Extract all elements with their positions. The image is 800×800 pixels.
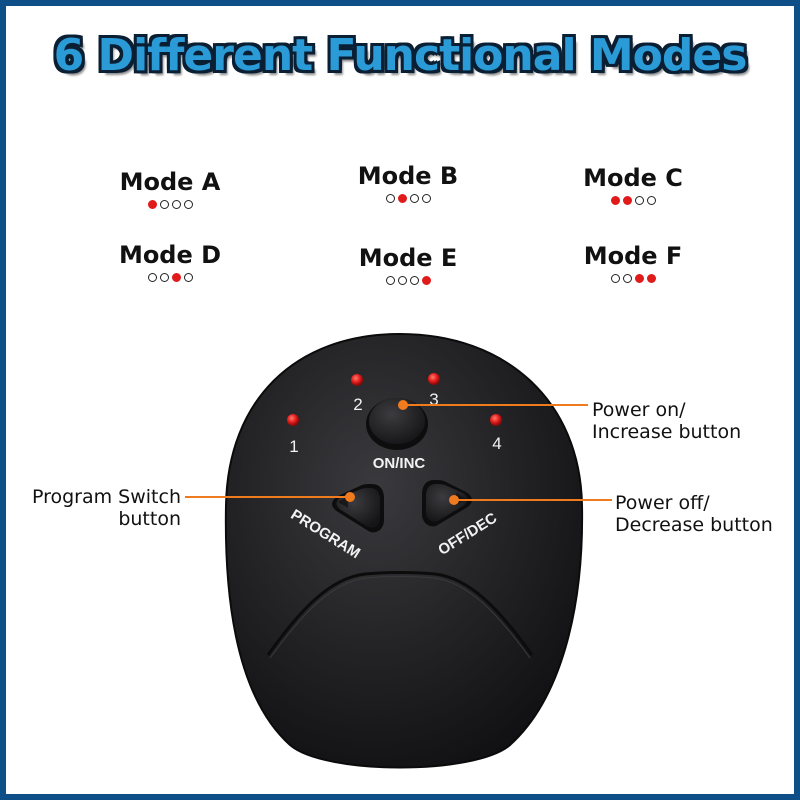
indicator-dot-1-off <box>610 274 620 283</box>
indicator-dot-3-lit <box>634 274 644 283</box>
leader-power-off <box>449 495 612 505</box>
indicator-dot-1-lit <box>610 196 620 205</box>
page-title: 6 Different Functional Modes <box>53 30 748 81</box>
mode-f-label: Mode F <box>583 242 683 270</box>
mode-f-indicator-dots <box>543 274 723 283</box>
indicator-dot-4-lit <box>646 274 656 283</box>
mode-d-label: Mode D <box>118 241 222 269</box>
indicator-dot-2-off <box>622 274 632 283</box>
mode-c-label: Mode C <box>583 164 683 192</box>
on-inc-button[interactable] <box>366 398 428 450</box>
callout-program-line-1: Program Switch <box>31 486 181 508</box>
on-inc-label: ON/INC <box>373 455 426 472</box>
mode-b-indicator-dots <box>318 194 498 203</box>
indicator-dot-3-lit <box>171 273 181 282</box>
indicator-dot-4-off <box>183 200 193 209</box>
indicator-dot-1-off <box>385 194 395 203</box>
indicator-dot-4-lit <box>421 276 431 285</box>
leader-program <box>185 492 355 502</box>
indicator-dot-2-lit <box>397 194 407 203</box>
callout-power-on: Power on/ Increase button <box>592 399 741 443</box>
mode-a-label: Mode A <box>119 168 221 196</box>
callout-power-off-line-2: Decrease button <box>615 514 773 536</box>
callout-power-on-line-2: Increase button <box>592 421 742 443</box>
off-dec-button[interactable] <box>422 480 472 527</box>
mode-e-indicator-dots <box>318 276 498 285</box>
callout-power-on-line-1: Power on/ <box>592 399 686 421</box>
indicator-dot-2-off <box>159 200 169 209</box>
mode-c-indicator-dots <box>543 196 723 205</box>
indicator-dot-3-off <box>409 194 419 203</box>
indicator-dot-2-off <box>159 273 169 282</box>
indicator-dot-1-lit <box>147 200 157 209</box>
indicator-dot-4-off <box>646 196 656 205</box>
indicator-dot-3-off <box>409 276 419 285</box>
mode-b-label: Mode B <box>357 162 459 190</box>
indicator-dot-3-off <box>171 200 181 209</box>
led-2-icon <box>351 374 363 386</box>
mode-d-indicator-dots <box>80 273 260 282</box>
device-lower-pad <box>266 571 534 656</box>
mode-d: Mode D <box>80 241 260 282</box>
mode-a-indicator-dots <box>80 200 260 209</box>
callout-program-switch: Program Switch button <box>16 486 181 530</box>
indicator-dot-4-off <box>421 194 431 203</box>
mode-f: Mode F <box>543 242 723 283</box>
callout-power-off-line-1: Power off/ <box>615 492 710 514</box>
led-1-icon <box>287 414 299 426</box>
indicator-dot-1-off <box>147 273 157 282</box>
leader-power-on <box>398 400 588 410</box>
led-4-icon <box>490 414 502 426</box>
led-4-number: 4 <box>492 434 501 453</box>
indicator-dot-2-lit <box>622 196 632 205</box>
callout-power-off: Power off/ Decrease button <box>615 492 773 536</box>
indicator-dot-3-off <box>634 196 644 205</box>
mode-b: Mode B <box>318 162 498 203</box>
led-2-number: 2 <box>353 395 362 414</box>
device-body <box>224 332 584 769</box>
indicator-dot-4-off <box>183 273 193 282</box>
indicator-dot-1-off <box>385 276 395 285</box>
mode-e-label: Mode E <box>358 244 458 272</box>
led-1-number: 1 <box>289 437 298 456</box>
led-3-icon <box>428 373 440 385</box>
led-3-number: 3 <box>429 390 438 409</box>
mode-c: Mode C <box>543 164 723 205</box>
mode-e: Mode E <box>318 244 498 285</box>
callout-program-line-2: button <box>118 508 181 530</box>
mode-a: Mode A <box>80 168 260 209</box>
indicator-dot-2-off <box>397 276 407 285</box>
